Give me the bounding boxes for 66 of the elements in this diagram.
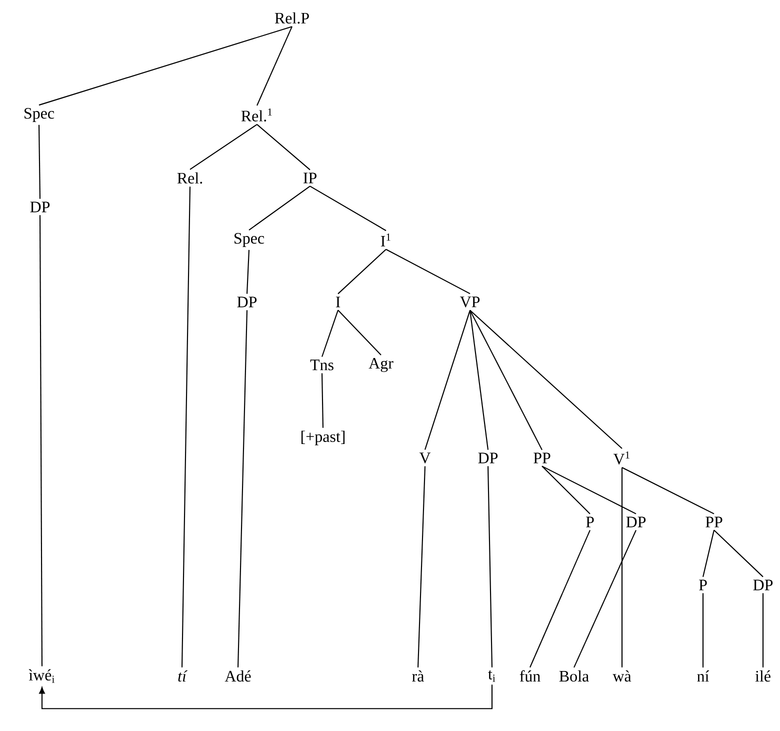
word: tí (178, 670, 188, 682)
tree-branch (530, 530, 590, 668)
category-label: Spec (234, 232, 264, 247)
word: ìwé$_{i}$ (28, 669, 54, 683)
category-label: DP (478, 452, 498, 464)
word: rà (412, 670, 424, 682)
category-label: VP (460, 296, 480, 308)
category-label: DP (753, 580, 773, 590)
word: ilé (755, 670, 770, 682)
category-label: DP (237, 296, 257, 308)
category-label: DP (30, 202, 50, 212)
word: wà (612, 670, 632, 682)
tree-branch (762, 593, 764, 668)
tree-branch (38, 26, 292, 106)
tree-branch (256, 26, 292, 106)
tree-branch (542, 466, 590, 514)
tree-branch (574, 530, 636, 668)
category-label: P (586, 516, 594, 528)
word: Adé (224, 670, 251, 682)
category-label: PP (534, 452, 550, 464)
category-label: Rel.P (274, 12, 309, 24)
category-label: DP (626, 516, 646, 528)
category-label: V (419, 452, 431, 464)
tree-branch (386, 248, 470, 294)
tree-branch (338, 248, 386, 294)
category-label: Rel. (177, 172, 202, 184)
tree-branch (190, 124, 258, 170)
category-label: Rel.$^{1}$ (241, 108, 272, 122)
tree-branch (469, 310, 489, 450)
tree-branch (256, 124, 310, 170)
tree-branch (417, 466, 426, 668)
category-label: PP (706, 516, 722, 528)
tree-branch (321, 373, 324, 428)
tree-branch (322, 310, 338, 357)
category-label: I (336, 296, 340, 308)
word: fún (520, 670, 540, 682)
tree-branch (310, 186, 386, 232)
tree-branch (248, 186, 310, 230)
word: Bola (559, 670, 589, 682)
tree-branch (181, 186, 191, 668)
category-label: Agr (368, 358, 394, 372)
tree-branch (338, 310, 382, 356)
tree-branch (38, 124, 41, 199)
tree-branch (237, 310, 248, 668)
category-label: I$^{1}$ (380, 234, 390, 246)
category-label: V$^{1}$ (613, 451, 630, 465)
tree-branch (542, 466, 636, 514)
tree-branch (702, 593, 704, 668)
category-label: [+past] (301, 430, 345, 446)
tree-branch (487, 466, 493, 668)
tree-branch (470, 310, 542, 450)
category-label: Spec (24, 108, 54, 122)
tree-branch (621, 467, 623, 668)
tree-branch (39, 215, 43, 666)
category-label: Tns (310, 360, 334, 370)
word: ní (697, 670, 710, 682)
tree-branch (246, 250, 250, 294)
tree-branch (424, 310, 471, 450)
tree-branch (622, 467, 714, 514)
category-label: P (699, 580, 707, 590)
tree-branch (714, 530, 764, 578)
word: t$_{i}$ (488, 670, 496, 682)
movement-arrow (39, 684, 493, 710)
tree-branch (702, 530, 715, 577)
tree-branch (470, 310, 622, 449)
category-label: IP (303, 172, 316, 184)
